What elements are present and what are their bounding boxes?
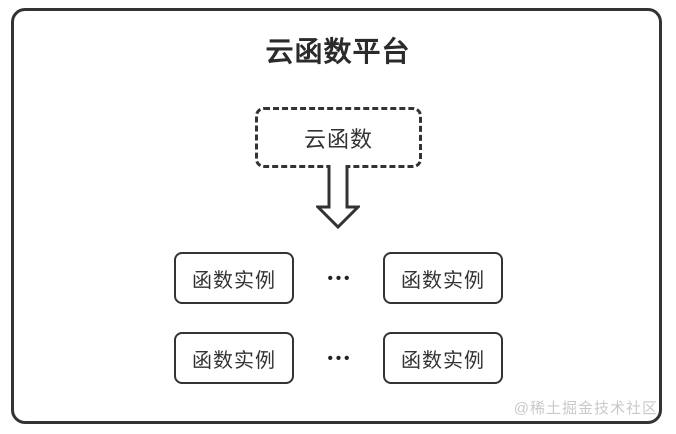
function-instance-node: 函数实例 [174,332,294,384]
cloud-function-label: 云函数 [303,126,373,152]
watermark: @稀土掘金技术社区 [513,400,658,417]
function-instance-node: 函数实例 [174,252,294,304]
function-instance-node: 函数实例 [383,332,503,384]
function-instance-node: 函数实例 [383,252,503,304]
ellipsis-dots: ••• [327,269,353,287]
ellipsis-dots: ••• [327,349,353,367]
function-instance-label: 函数实例 [192,349,276,372]
function-instance-label: 函数实例 [401,269,485,292]
diagram-title: 云函数平台 [265,36,411,67]
function-instance-label: 函数实例 [192,269,276,292]
cloud-function-node: 云函数 [255,107,422,168]
down-arrow-icon [316,165,360,229]
function-instance-label: 函数实例 [401,349,485,372]
